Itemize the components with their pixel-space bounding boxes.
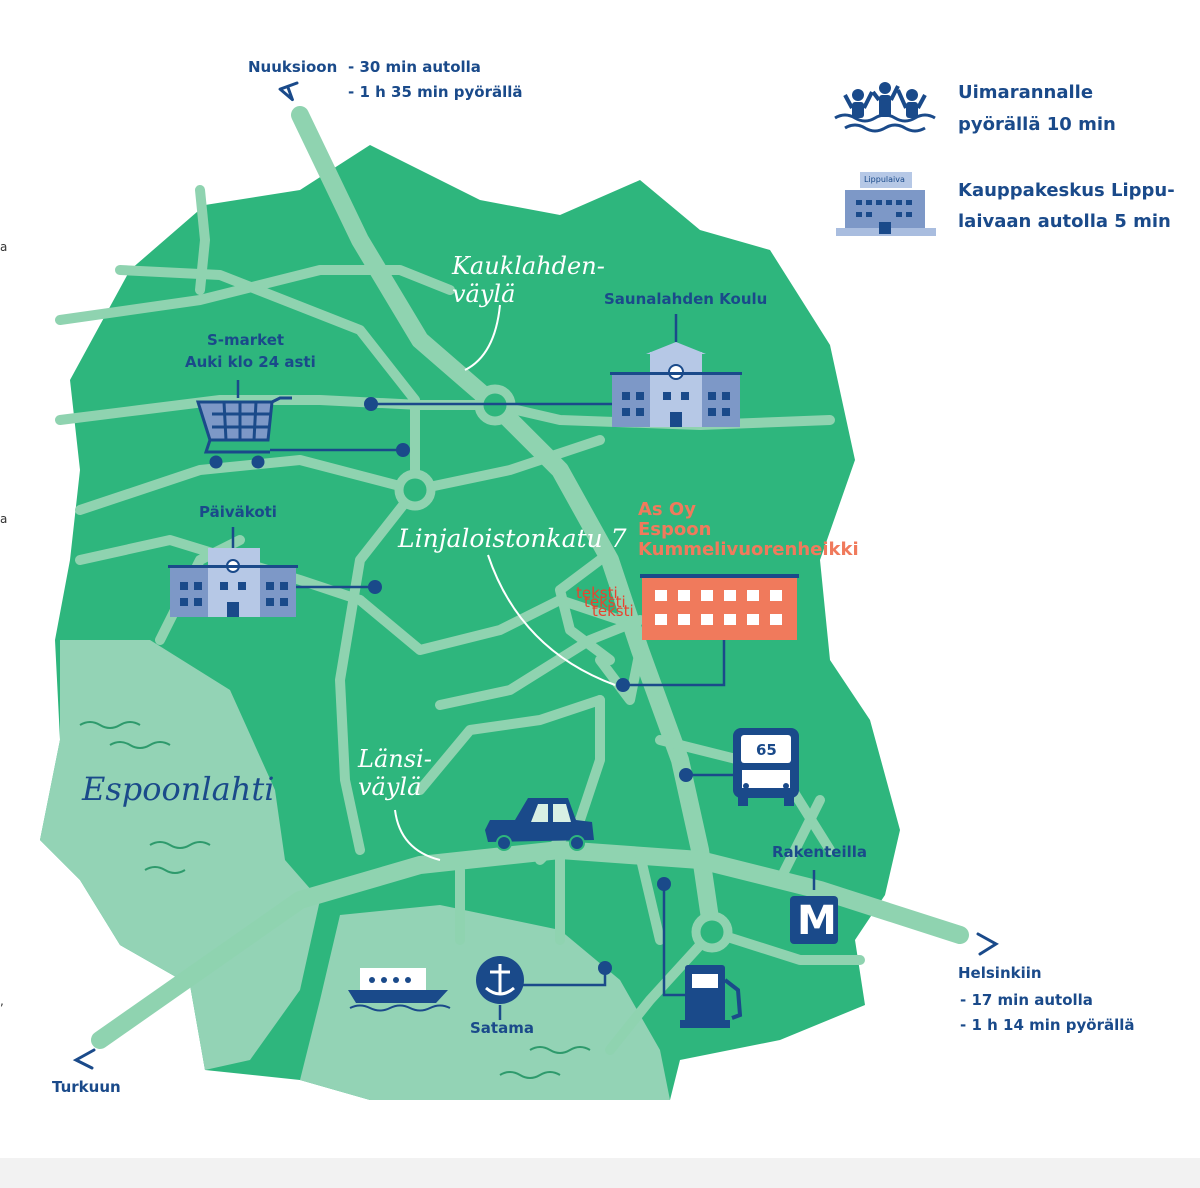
side-mark-2: a: [0, 512, 8, 526]
metro-icon: [790, 896, 838, 944]
route-north-bike: - 1 h 35 min pyörällä: [348, 83, 523, 101]
place-bay: Espoonlahti: [82, 770, 275, 808]
property-building-icon: [640, 574, 799, 640]
place-daycare: Päiväkoti: [199, 503, 277, 521]
legend-beach-line2: pyörällä 10 min: [958, 114, 1116, 135]
road-network: [55, 106, 969, 1055]
placeholder-text-2: teksti: [584, 593, 626, 611]
road-lansi-line2: väylä: [358, 773, 422, 801]
side-mark-1: a: [0, 240, 8, 254]
metro-letter: M: [797, 898, 837, 944]
arrow-east-icon: [976, 932, 999, 956]
road-kauklahden-line2: väylä: [452, 280, 516, 308]
arrow-west-icon: [72, 1048, 96, 1070]
roundabout-east: [691, 911, 733, 953]
gas-station-icon: [680, 965, 743, 1028]
place-metro: Rakenteilla: [772, 843, 867, 861]
road-kauklahden-line1: Kauklahden-: [452, 252, 605, 280]
route-east-destination: Helsinkiin: [958, 964, 1042, 982]
harbour-water: [300, 905, 670, 1100]
car-icon: [485, 798, 594, 851]
placeholder-text-3: teksti: [592, 602, 634, 620]
bus-number: 65: [756, 741, 777, 759]
route-west-destination: Turkuun: [52, 1078, 121, 1096]
legend-mall-line2: laivaan autolla 5 min: [958, 211, 1171, 232]
route-north-destination: Nuuksioon: [248, 58, 338, 76]
shopping-center-icon: [836, 172, 936, 236]
connector-dots: [364, 397, 693, 975]
school-building-icon: [610, 342, 742, 427]
arrow-north-icon: [278, 81, 299, 102]
harbour-icon: [476, 956, 524, 1004]
direction-arrows: [72, 81, 999, 1070]
wave-marks: [79, 721, 591, 1079]
road-lansi-line1: Länsi-: [358, 745, 432, 773]
place-property-line2: Espoon: [638, 519, 712, 540]
swimmers-icon: [834, 82, 936, 133]
place-harbour: Satama: [470, 1019, 534, 1037]
route-east-car: - 17 min autolla: [960, 991, 1093, 1009]
ferry-icon: [348, 968, 451, 1012]
road-linjaloiston: Linjaloistonkatu 7: [398, 524, 627, 553]
legend-beach-line1: Uimarannalle: [958, 82, 1094, 103]
shopping-cart-icon: [195, 396, 292, 469]
legend-mall-line1: Kauppakeskus Lippu-: [958, 180, 1175, 201]
place-property-line3: Kummelivuorenheikki: [638, 539, 859, 560]
bottom-bar: [0, 1158, 1200, 1188]
place-smarket-line2: Auki klo 24 asti: [185, 353, 316, 371]
bus-icon: [733, 728, 799, 806]
place-property-line1: As Oy: [638, 499, 696, 520]
route-east-bike: - 1 h 14 min pyörällä: [960, 1016, 1135, 1034]
side-mark-3: ,: [0, 994, 4, 1008]
placeholder-text-1: teksti: [576, 584, 618, 602]
route-north-car: - 30 min autolla: [348, 58, 481, 76]
legend-mall-sign: Lippulaiva: [864, 175, 905, 184]
place-smarket-line1: S-market: [207, 331, 285, 349]
place-school: Saunalahden Koulu: [604, 290, 768, 308]
leader-lines: [394, 304, 616, 861]
daycare-building-icon: [168, 548, 298, 617]
roundabout-west: [394, 469, 436, 511]
bay-water: [40, 640, 320, 1070]
